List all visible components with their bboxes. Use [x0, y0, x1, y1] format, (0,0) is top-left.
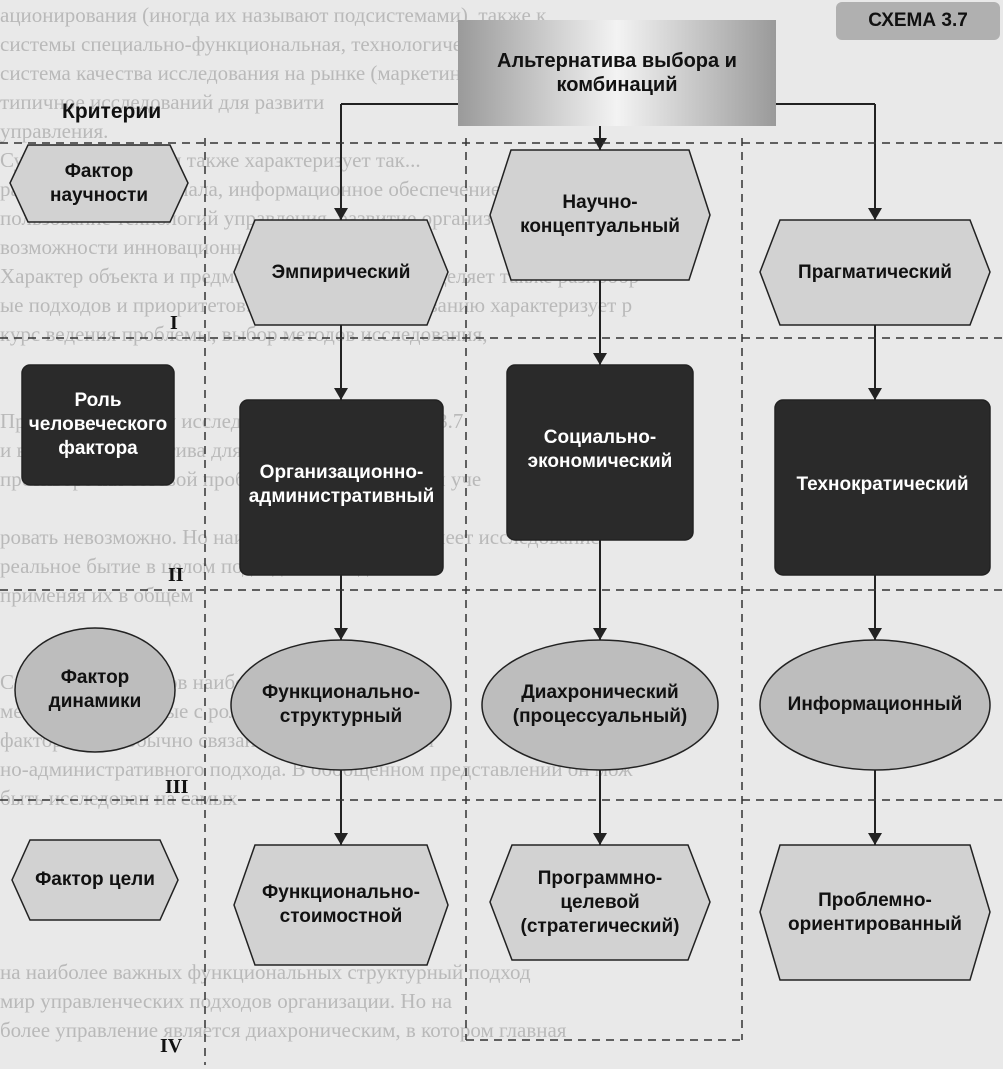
approach-label: Функционально-стоимостной	[262, 882, 420, 927]
background-text-line: мир управленческих подходов организации.…	[0, 989, 452, 1013]
factor-ellipse-3	[14, 627, 176, 753]
approach-box-2-3	[774, 399, 991, 576]
approach-box-2-1	[239, 399, 444, 576]
level-numeral: I	[170, 312, 178, 334]
factor-label: Фактор цели	[35, 869, 155, 890]
approach-label: Организационно-административный	[248, 462, 435, 507]
approach-hexagon-1-2	[489, 149, 711, 281]
level-numeral: III	[165, 776, 189, 798]
level-numeral: II	[168, 564, 184, 586]
criteria-title: Критерии	[62, 100, 162, 123]
approach-box-2-2	[506, 364, 694, 541]
approach-label: Программно-целевой (стратегический)	[520, 867, 680, 937]
background-text-line: быть исследован на самых	[0, 786, 238, 810]
approach-label: Технократический	[796, 474, 969, 495]
approach-hexagon-4-3	[759, 844, 991, 981]
background-text-line: управления.	[0, 119, 109, 143]
level-numeral: IV	[160, 1035, 183, 1057]
background-text-line: система качества исследования на рынке (…	[0, 61, 536, 85]
approach-hexagon-1-3	[759, 219, 991, 326]
approach-ellipse-3-3	[759, 639, 991, 771]
background-text-line: ационирования (иногда их называют подсис…	[0, 3, 547, 27]
background-text-line: возможности инновационного	[0, 235, 272, 259]
factor-label: Роль человеческого фактора	[28, 390, 168, 459]
background-text-line: типичное исследований для развити	[0, 90, 325, 114]
background-text-line: курс ведения проблемы, выбор методов исс…	[0, 322, 488, 346]
approach-label: Информационный	[787, 694, 963, 715]
approach-label: Научно-концептуальный	[520, 192, 680, 237]
factor-hexagon-4	[11, 839, 179, 921]
factor-box-2	[21, 364, 175, 486]
approach-ellipse-3-1	[230, 639, 452, 771]
background-text-line: системы специально-функциональная, техно…	[0, 32, 501, 56]
schema-badge: СХЕМА 3.7	[836, 2, 1000, 40]
factor-label: Фактор динамики	[48, 667, 142, 712]
approach-label: Диахронический (процессуальный)	[512, 682, 688, 727]
approach-ellipse-3-2	[481, 639, 719, 771]
approach-label: Социально-экономический	[527, 427, 673, 472]
root-node: Альтернатива выбора и комбинаций	[458, 20, 776, 126]
approach-label: Прагматический	[798, 261, 952, 283]
approach-label: Проблемно-ориентированный	[788, 890, 962, 935]
approach-hexagon-4-1	[233, 844, 449, 966]
background-text-line: более управление является диахроническим…	[0, 1018, 567, 1042]
approach-hexagon-1-1	[233, 219, 449, 326]
factor-label: Фактор научности	[49, 160, 149, 206]
background-text-line: применяя их в общем	[0, 583, 194, 607]
approach-label: Функционально-структурный	[262, 682, 420, 727]
factor-hexagon-1	[9, 144, 189, 223]
approach-hexagon-4-2	[489, 844, 711, 961]
approach-label: Эмпирический	[271, 261, 411, 283]
